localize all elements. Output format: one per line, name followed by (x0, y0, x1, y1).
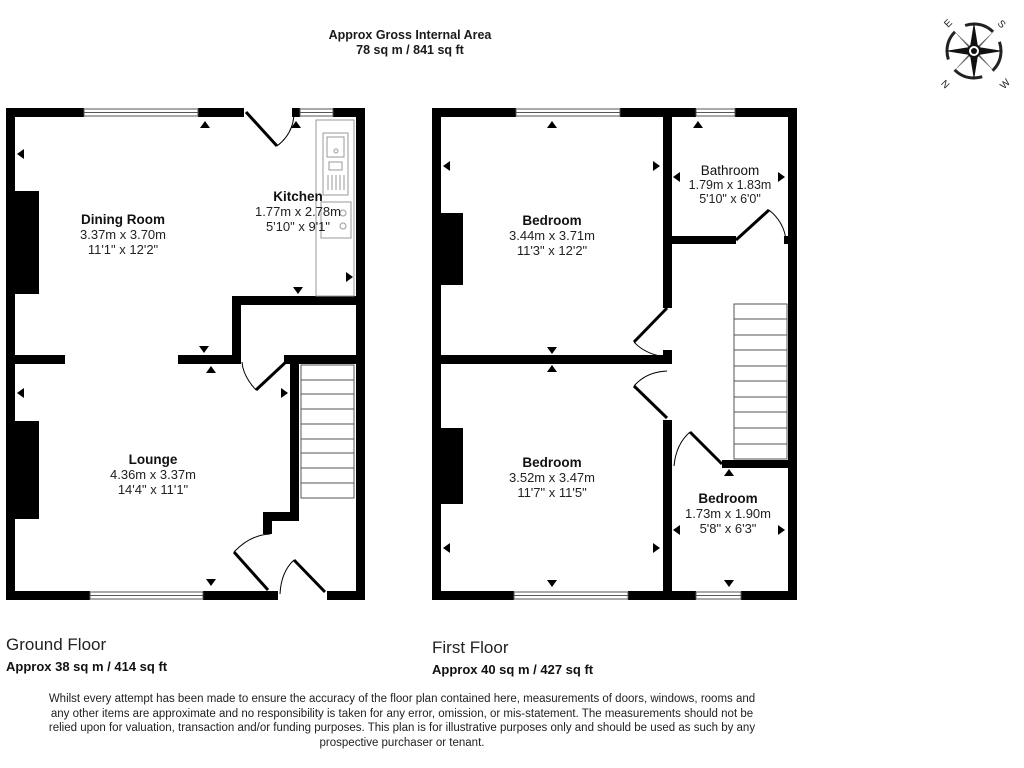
room-label-bedroom-3: Bedroom 1.73m x 1.90m 5'8" x 6'3" (685, 491, 771, 536)
room-label-bedroom-1: Bedroom 3.44m x 3.71m 11'3" x 12'2" (509, 213, 595, 258)
first-floor-title: First Floor (432, 638, 509, 657)
room-label-bedroom-2: Bedroom 3.52m x 3.47m 11'7" x 11'5" (509, 455, 595, 500)
ground-floor-title: Ground Floor (6, 635, 107, 654)
disclaimer: Whilst every attempt has been made to en… (48, 693, 756, 749)
gross-internal-area-header: Approx Gross Internal Area 78 sq m / 841… (250, 28, 570, 58)
first-floor-area: Approx 40 sq m / 427 sq ft (432, 662, 594, 677)
room-label-lounge: Lounge 4.36m x 3.37m 14'4" x 11'1" (110, 452, 196, 497)
first-floor-walls (432, 108, 797, 600)
ground-floor-caption: Ground Floor Approx 38 sq m / 414 sq ft (6, 635, 167, 674)
gross-area-value: 78 sq m / 841 sq ft (356, 43, 464, 57)
gross-area-title: Approx Gross Internal Area (328, 28, 492, 42)
first-floor-caption: First Floor Approx 40 sq m / 427 sq ft (432, 638, 593, 677)
floor-plan-drawing (6, 108, 797, 600)
compass-rose-icon: E S N W (938, 17, 1013, 91)
room-label-bathroom: Bathroom 1.79m x 1.83m 5'10" x 6'0" (688, 163, 772, 207)
ground-floor-area: Approx 38 sq m / 414 sq ft (6, 659, 168, 674)
ground-floor-plan (6, 108, 365, 600)
room-label-dining-room: Dining Room 3.37m x 3.70m 11'1" x 12'2" (80, 212, 166, 257)
ground-floor-walls (6, 108, 365, 600)
kitchen-sink-and-hob (315, 119, 355, 297)
first-floor-plan (432, 108, 797, 600)
room-label-kitchen: Kitchen 1.77m x 2.78m 5'10" x 9'1" (255, 189, 341, 234)
